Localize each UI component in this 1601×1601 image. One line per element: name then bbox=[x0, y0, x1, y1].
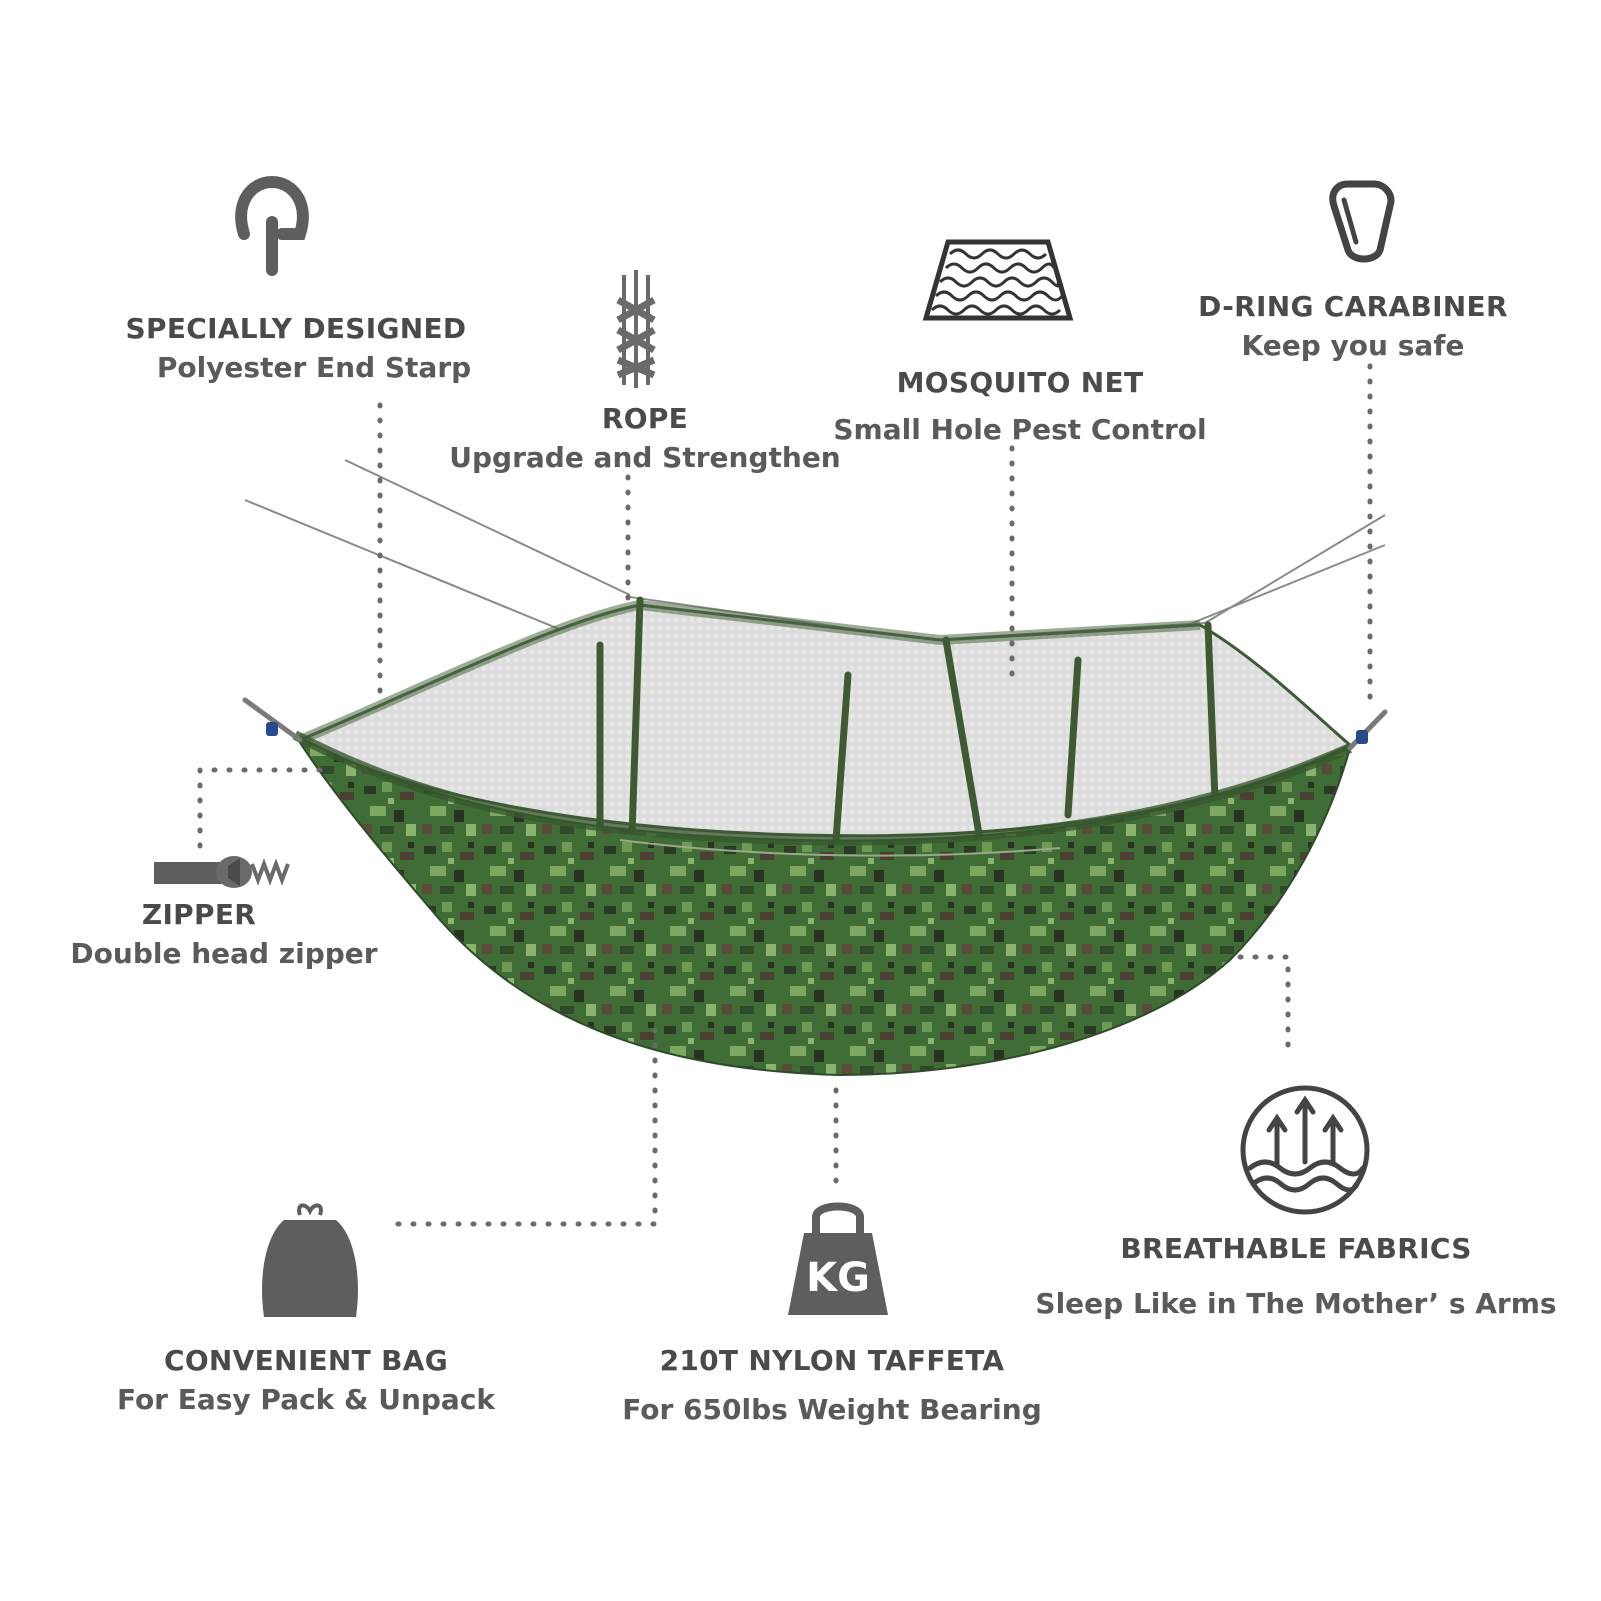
end-straps bbox=[242, 697, 1388, 751]
feature-title: CONVENIENT BAG bbox=[163, 1344, 449, 1377]
feature-title: MOSQUITO NET bbox=[896, 366, 1144, 399]
feature-net: MOSQUITO NET Small Hole Pest Control bbox=[833, 366, 1206, 446]
net-poles bbox=[596, 596, 1219, 844]
feature-bag: CONVENIENT BAG For Easy Pack & Unpack bbox=[117, 1344, 495, 1416]
feature-title: ROPE bbox=[601, 402, 689, 435]
feature-subtitle: For Easy Pack & Unpack bbox=[116, 1383, 496, 1416]
feature-subtitle: Double head zipper bbox=[70, 937, 378, 970]
strap-icon bbox=[235, 175, 309, 276]
feature-title: BREATHABLE FABRICS bbox=[1120, 1232, 1472, 1265]
breathable-icon bbox=[1240, 1085, 1370, 1215]
leader-lines bbox=[197, 363, 1373, 1227]
feature-title: SPECIALLY DESIGNED bbox=[125, 312, 467, 345]
bag-icon bbox=[262, 1203, 358, 1317]
feature-title: 210T NYLON TAFFETA bbox=[659, 1344, 1005, 1377]
feature-zipper: ZIPPER Double head zipper bbox=[70, 898, 377, 970]
feature-strap: SPECIALLY DESIGNED Polyester End Starp bbox=[121, 312, 472, 384]
feature-fabric: BREATHABLE FABRICS Sleep Like in The Mot… bbox=[1035, 1232, 1556, 1320]
feature-subtitle: For 650lbs Weight Bearing bbox=[622, 1393, 1042, 1426]
zipper-icon bbox=[154, 856, 290, 888]
feature-subtitle: Polyester End Starp bbox=[156, 351, 472, 384]
kg-weight-icon: KG bbox=[788, 1202, 888, 1315]
rope-icon bbox=[616, 270, 656, 388]
kg-label: KG bbox=[806, 1255, 870, 1301]
feature-rope: ROPE Upgrade and Strengthen bbox=[449, 402, 841, 474]
feature-subtitle: Upgrade and Strengthen bbox=[449, 441, 841, 474]
feature-subtitle: Keep you safe bbox=[1241, 329, 1465, 362]
feature-title: ZIPPER bbox=[141, 898, 257, 931]
feature-subtitle: Small Hole Pest Control bbox=[833, 413, 1207, 446]
feature-title: D-RING CARABINER bbox=[1198, 290, 1508, 323]
feature-subtitle: Sleep Like in The Mother’ s Arms bbox=[1035, 1287, 1557, 1320]
feature-carabiner: D-RING CARABINER Keep you safe bbox=[1198, 290, 1508, 362]
net-icon bbox=[922, 239, 1074, 321]
carabiner-icon bbox=[1329, 180, 1395, 263]
feature-nylon: 210T NYLON TAFFETA For 650lbs Weight Bea… bbox=[622, 1344, 1041, 1426]
